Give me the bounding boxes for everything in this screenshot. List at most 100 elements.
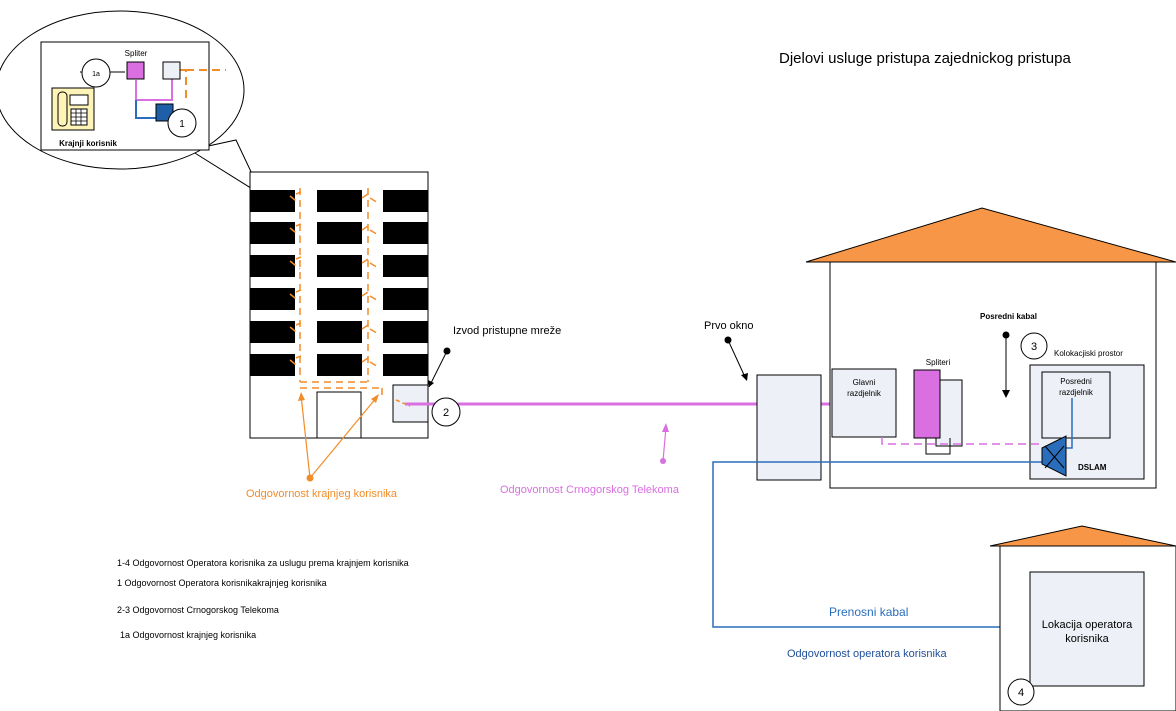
operator-location-label-1: Lokacija operatora	[1042, 619, 1133, 631]
orange-wire-segment	[361, 324, 369, 330]
callout-spliter-label: Spliter	[125, 49, 148, 58]
callout-grey-box	[162, 61, 181, 80]
first-manhole-label: Prvo okno	[704, 320, 754, 332]
orange-wire-segment	[289, 195, 301, 205]
orange-wire-segment	[289, 293, 301, 303]
orange-wire-segment	[361, 291, 369, 297]
circle-2	[431, 397, 461, 427]
building-window	[383, 222, 428, 244]
main-distributor-label-2: razdjelnik	[847, 389, 882, 398]
intermediate-distributor-label-2: razdjelnik	[1059, 388, 1094, 397]
intermediate-distributor-box	[1041, 371, 1111, 439]
callout-pointer	[188, 139, 264, 197]
orange-wire-segment	[289, 359, 301, 369]
building-window	[383, 321, 428, 343]
splitters-label: Spliteri	[926, 358, 951, 367]
main-distributor-box	[831, 368, 897, 438]
end-user-callout: 1a Spliter 1 Krajnji korisnik	[0, 10, 264, 197]
orange-wire-segment	[295, 322, 302, 326]
access-point-label: Izvod pristupne mreže	[453, 325, 561, 337]
label-2: 2	[443, 407, 449, 419]
orange-wire-segment	[289, 326, 301, 336]
operator-location-box	[1029, 571, 1145, 687]
building-window	[317, 190, 362, 212]
building-window	[383, 354, 428, 376]
callout-pink-line	[135, 78, 173, 101]
orange-wire-segment	[361, 225, 369, 231]
orange-wire-segment	[289, 227, 301, 237]
building-orange-wiring	[289, 188, 383, 396]
orange-wire-segment	[369, 197, 381, 205]
orange-wire-segment	[295, 223, 302, 227]
building-window	[250, 190, 295, 212]
callout-label-1a: 1a	[92, 71, 100, 78]
legend-line-2: 1 Odgovornost Operatora korisnikakrajnje…	[117, 578, 327, 588]
operator-responsibility-label: Odgovornost operatora korisnika	[787, 648, 947, 660]
colocation-label: Kolokacjiski prostor	[1054, 349, 1123, 358]
transmission-cable-label: Prenosni kabal	[829, 605, 908, 619]
operator-roof	[989, 525, 1176, 547]
intermediate-distributor-label-1: Posredni	[1060, 377, 1092, 386]
orange-wire-segment	[295, 256, 302, 260]
building-window	[383, 288, 428, 310]
callout-circle-1a	[81, 58, 111, 88]
label-3: 3	[1031, 341, 1037, 353]
callout-splitter-box	[126, 61, 145, 80]
telekom-responsibility-label: Odgovornost Crnogorskog Telekoma	[500, 484, 680, 496]
apartment-building	[249, 171, 429, 439]
callout-orange-line	[180, 69, 226, 100]
orange-wire-segment	[361, 357, 369, 363]
label-4: 4	[1018, 687, 1024, 699]
orange-wire-segment	[369, 262, 381, 270]
orange-wire-segment	[361, 193, 369, 199]
orange-wire-segment	[295, 191, 302, 195]
main-distributor-label-1: Glavni	[853, 378, 876, 387]
central-office-roof	[805, 207, 1176, 263]
dslam-icon	[1041, 435, 1067, 477]
orange-wire-segment	[369, 229, 381, 237]
building-window	[250, 222, 295, 244]
legend-line-1: 1-4 Odgovornost Operatora korisnika za u…	[117, 558, 409, 568]
dslam-label: DSLAM	[1078, 463, 1107, 472]
orange-wire-segment	[369, 328, 381, 336]
building-window	[317, 255, 362, 277]
diagram-title: Djelovi usluge pristupa zajednickog pris…	[779, 50, 1071, 67]
building-window	[250, 288, 295, 310]
transmission-blue-cable	[712, 461, 1042, 628]
legend: 1-4 Odgovornost Operatora korisnika za u…	[117, 558, 409, 640]
pink-dashed-link	[881, 437, 1044, 445]
access-point-pointer-line	[428, 350, 448, 388]
building-window	[250, 354, 295, 376]
end-user-responsibility-label: Odgovornost krajnjeg korisnika	[246, 488, 398, 500]
orange-wire-segment	[295, 289, 302, 293]
orange-wire-segment	[361, 258, 369, 264]
callout-end-user-label: Krajnji korisnik	[59, 139, 117, 148]
intermediate-cable-label: Posredni kabal	[980, 312, 1037, 321]
splitter-front-box	[913, 369, 941, 439]
legend-line-3: 2-3 Odgovornost Crnogorskog Telekoma	[117, 605, 279, 615]
telekom-responsibility-marker	[660, 423, 669, 464]
callout-blue-line	[135, 100, 158, 119]
building-window	[250, 321, 295, 343]
callout-label-1: 1	[179, 119, 185, 130]
first-manhole-box	[756, 374, 822, 481]
operator-location-label-2: korisnika	[1065, 633, 1109, 645]
legend-line-4: 1a Odgovornost krajnjeg korisnika	[120, 630, 256, 640]
building-window	[317, 222, 362, 244]
building-window	[383, 190, 428, 212]
building-window	[383, 255, 428, 277]
building-window	[317, 321, 362, 343]
callout-circle-1	[167, 108, 197, 138]
building-windows	[250, 190, 428, 376]
circle-3	[1020, 332, 1048, 360]
orange-wire-segment	[295, 355, 302, 359]
orange-wire-segment	[369, 361, 381, 369]
end-user-responsibility-marker	[298, 392, 379, 482]
building-window	[317, 288, 362, 310]
building-window	[317, 354, 362, 376]
circle-4	[1007, 678, 1035, 706]
building-window	[250, 255, 295, 277]
orange-wire-segment	[369, 295, 381, 303]
building-door	[316, 391, 362, 439]
